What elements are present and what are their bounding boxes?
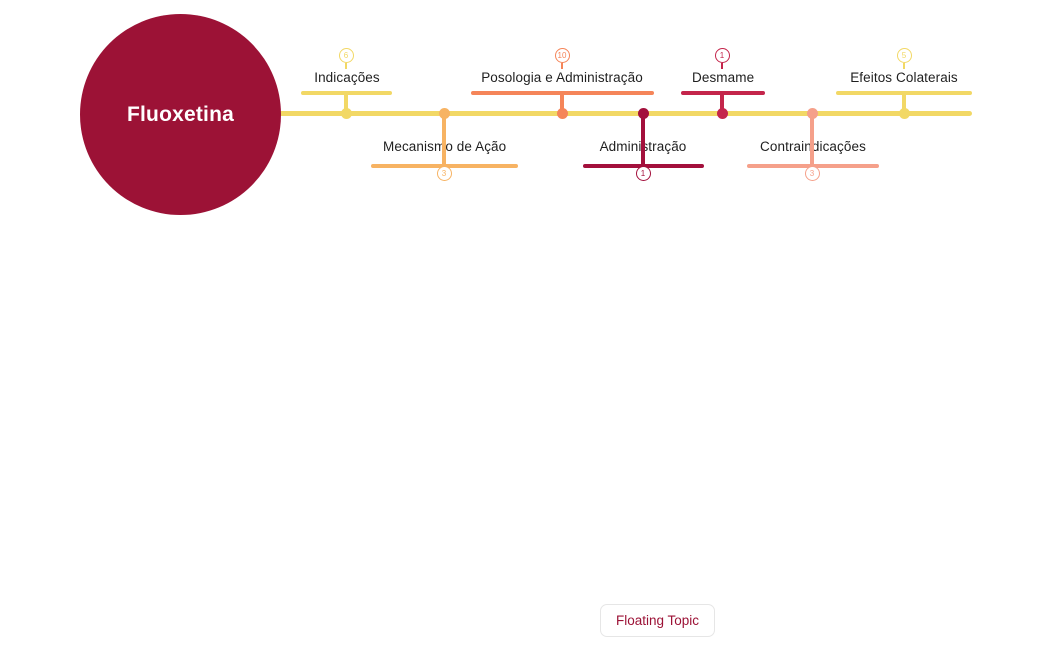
badge-tail bbox=[903, 63, 905, 69]
branch-label: Indicações bbox=[314, 70, 380, 85]
branch-node-dot[interactable] bbox=[556, 107, 568, 119]
branch-label: Desmame bbox=[692, 70, 755, 85]
branch-node-dot[interactable] bbox=[438, 107, 450, 119]
branch-node-dot[interactable] bbox=[340, 107, 352, 119]
branch-label: Efeitos Colaterais bbox=[850, 70, 958, 85]
branch-stem bbox=[560, 93, 564, 113]
branch-count-value: 1 bbox=[719, 50, 725, 60]
branch-count-badge[interactable]: 10 bbox=[554, 48, 570, 69]
branch-stem bbox=[720, 93, 724, 113]
branch-label: Posologia e Administração bbox=[481, 70, 643, 85]
branch-stem bbox=[344, 93, 348, 113]
branch-count-badge[interactable]: 5 bbox=[896, 48, 912, 69]
floating-topic[interactable]: Floating Topic bbox=[600, 604, 716, 637]
branch-count-value: 1 bbox=[640, 168, 646, 178]
branch-stem bbox=[442, 113, 446, 166]
branch-count-value: 10 bbox=[557, 50, 567, 60]
root-node-label: Fluoxetina bbox=[126, 102, 234, 126]
branch-count-value: 5 bbox=[901, 50, 907, 60]
branch-count-value: 6 bbox=[343, 50, 349, 60]
badge-tail bbox=[561, 63, 563, 69]
branch-node-dot[interactable] bbox=[716, 107, 728, 119]
branch-stem bbox=[641, 113, 645, 166]
branch-node-dot[interactable] bbox=[898, 107, 910, 119]
branch-count-value: 3 bbox=[441, 168, 447, 178]
branch-node-dot[interactable] bbox=[806, 107, 818, 119]
badge-tail bbox=[811, 161, 813, 167]
branch-count-value: 3 bbox=[809, 168, 815, 178]
branch-count-badge[interactable]: 3 bbox=[436, 161, 452, 181]
branch-count-badge[interactable]: 3 bbox=[804, 161, 820, 181]
badge-tail bbox=[345, 63, 347, 69]
badge-tail bbox=[721, 63, 723, 69]
branch-count-badge[interactable]: 1 bbox=[714, 48, 730, 69]
badge-tail bbox=[443, 161, 445, 167]
branch-count-badge[interactable]: 1 bbox=[635, 161, 651, 181]
branch-stem bbox=[810, 113, 814, 166]
root-node[interactable]: Fluoxetina bbox=[80, 14, 281, 215]
branch-stem bbox=[902, 93, 906, 113]
branch-node-dot[interactable] bbox=[637, 107, 649, 119]
trunk-line bbox=[270, 110, 972, 116]
badge-tail bbox=[642, 161, 644, 167]
branch-count-badge[interactable]: 6 bbox=[338, 48, 354, 69]
